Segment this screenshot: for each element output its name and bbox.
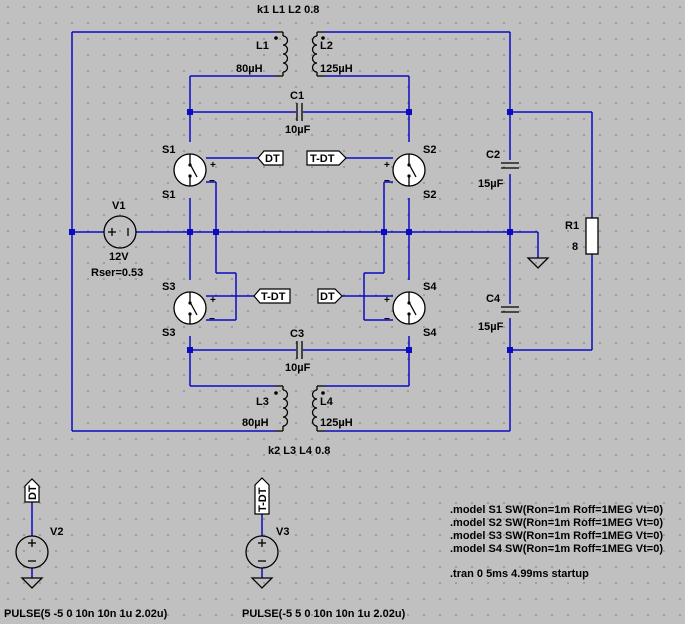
svg-text:10µF: 10µF (285, 124, 311, 136)
switch-s1[interactable]: + − S1 S1 (162, 141, 216, 201)
svg-text:L4: L4 (320, 396, 334, 408)
model-s3-directive: .model S3 SW(Ron=1m Roff=1MEG Vt=0) (450, 530, 663, 542)
capacitor-c2[interactable]: C2 15µF (478, 149, 519, 190)
voltage-source-v2[interactable]: DT V2 PULSE(5 -5 0 10n 10n 1u 2.02u) (4, 478, 168, 620)
net-label-dt-s1[interactable]: DT (257, 150, 284, 166)
svg-text:C3: C3 (290, 328, 304, 340)
switch-s2[interactable]: + − S2 S2 (384, 141, 436, 201)
inductor-l2[interactable]: L2 125µH (311, 31, 353, 77)
s2-plus: + (384, 160, 390, 171)
inductor-l4[interactable]: L4 125µH (311, 385, 353, 432)
svg-text:C2: C2 (486, 149, 500, 161)
voltage-source-v3[interactable]: T-DT V3 PULSE(-5 5 0 10n 10n 1u 2.02u) (242, 477, 406, 620)
inductor-l3[interactable]: L3 80µH (242, 385, 289, 432)
capacitor-c1[interactable]: C1 10µF (285, 90, 311, 136)
svg-text:12V: 12V (109, 251, 129, 263)
capacitor-c4[interactable]: C4 15µF (478, 293, 519, 333)
svg-text:15µF: 15µF (478, 178, 504, 190)
s1-label: S1 (162, 144, 175, 156)
junctions (69, 109, 513, 353)
svg-text:8: 8 (572, 241, 578, 253)
model-s1-directive: .model S1 SW(Ron=1m Roff=1MEG Vt=0) (450, 504, 663, 516)
svg-text:PULSE(5 -5 0 10n 10n 1u 2.02u): PULSE(5 -5 0 10n 10n 1u 2.02u) (4, 608, 168, 620)
svg-text:V3: V3 (276, 526, 289, 538)
svg-text:V2: V2 (50, 526, 63, 538)
s3-plus: + (210, 295, 216, 306)
s2-minus: − (384, 176, 390, 187)
svg-text:C4: C4 (486, 293, 501, 305)
coupling-directive-k2[interactable]: k2 L3 L4 0.8 (268, 445, 330, 457)
s4-minus: − (384, 314, 390, 325)
v3-net-label: T-DT (257, 487, 269, 512)
svg-text:PULSE(-5 5 0 10n 10n 1u 2.02u): PULSE(-5 5 0 10n 10n 1u 2.02u) (242, 608, 406, 620)
svg-text:R1: R1 (565, 220, 579, 232)
s3-minus: − (209, 314, 215, 325)
inductor-l1[interactable]: L1 80µH (236, 31, 289, 77)
s1-model: S1 (162, 189, 175, 201)
tran-directive: .tran 0 5ms 4.99ms startup (450, 568, 589, 580)
svg-text:C1: C1 (290, 90, 304, 102)
model-s4-directive: .model S4 SW(Ron=1m Roff=1MEG Vt=0) (450, 543, 663, 555)
svg-text:80µH: 80µH (236, 63, 263, 75)
s4-label: S4 (423, 281, 437, 293)
s2-model: S2 (423, 189, 436, 201)
coupling-directive-k1[interactable]: k1 L1 L2 0.8 (257, 4, 319, 16)
switch-s4[interactable]: + − S4 S4 (384, 279, 437, 339)
svg-text:DT: DT (320, 291, 335, 303)
svg-text:V1: V1 (112, 200, 125, 212)
svg-text:15µF: 15µF (478, 321, 504, 333)
switch-s3[interactable]: + − S3 S3 (162, 279, 216, 339)
s1-minus: − (209, 176, 215, 187)
net-label-tdt-s2[interactable]: T-DT (306, 150, 347, 166)
svg-text:Rser=0.53: Rser=0.53 (91, 267, 143, 279)
v2-net-label: DT (27, 485, 39, 500)
svg-text:125µH: 125µH (320, 63, 353, 75)
svg-text:L3: L3 (256, 396, 269, 408)
resistor-r1[interactable]: R1 8 (565, 217, 599, 255)
net-label-dt-s4[interactable]: DT (317, 288, 343, 304)
spice-directives[interactable]: .model S1 SW(Ron=1m Roff=1MEG Vt=0) .mod… (450, 504, 663, 580)
svg-text:10µF: 10µF (285, 362, 311, 374)
s3-label: S3 (162, 281, 175, 293)
s4-plus: + (384, 295, 390, 306)
svg-text:80µH: 80µH (242, 417, 269, 429)
svg-text:T-DT: T-DT (261, 291, 286, 303)
s2-label: S2 (423, 144, 436, 156)
svg-text:L1: L1 (256, 40, 269, 52)
model-s2-directive: .model S2 SW(Ron=1m Roff=1MEG Vt=0) (450, 517, 663, 529)
s1-plus: + (210, 160, 216, 171)
net-label-tdt-s3[interactable]: T-DT (253, 288, 291, 304)
capacitor-c3[interactable]: C3 10µF (285, 328, 311, 374)
ground-symbol (526, 257, 550, 269)
svg-text:DT: DT (265, 153, 280, 165)
svg-text:125µH: 125µH (320, 417, 353, 429)
svg-text:L2: L2 (320, 40, 333, 52)
s4-model: S4 (423, 327, 437, 339)
svg-text:T-DT: T-DT (310, 153, 335, 165)
voltage-source-v1[interactable]: V1 12V Rser=0.53 (91, 200, 143, 279)
s3-model: S3 (162, 327, 175, 339)
